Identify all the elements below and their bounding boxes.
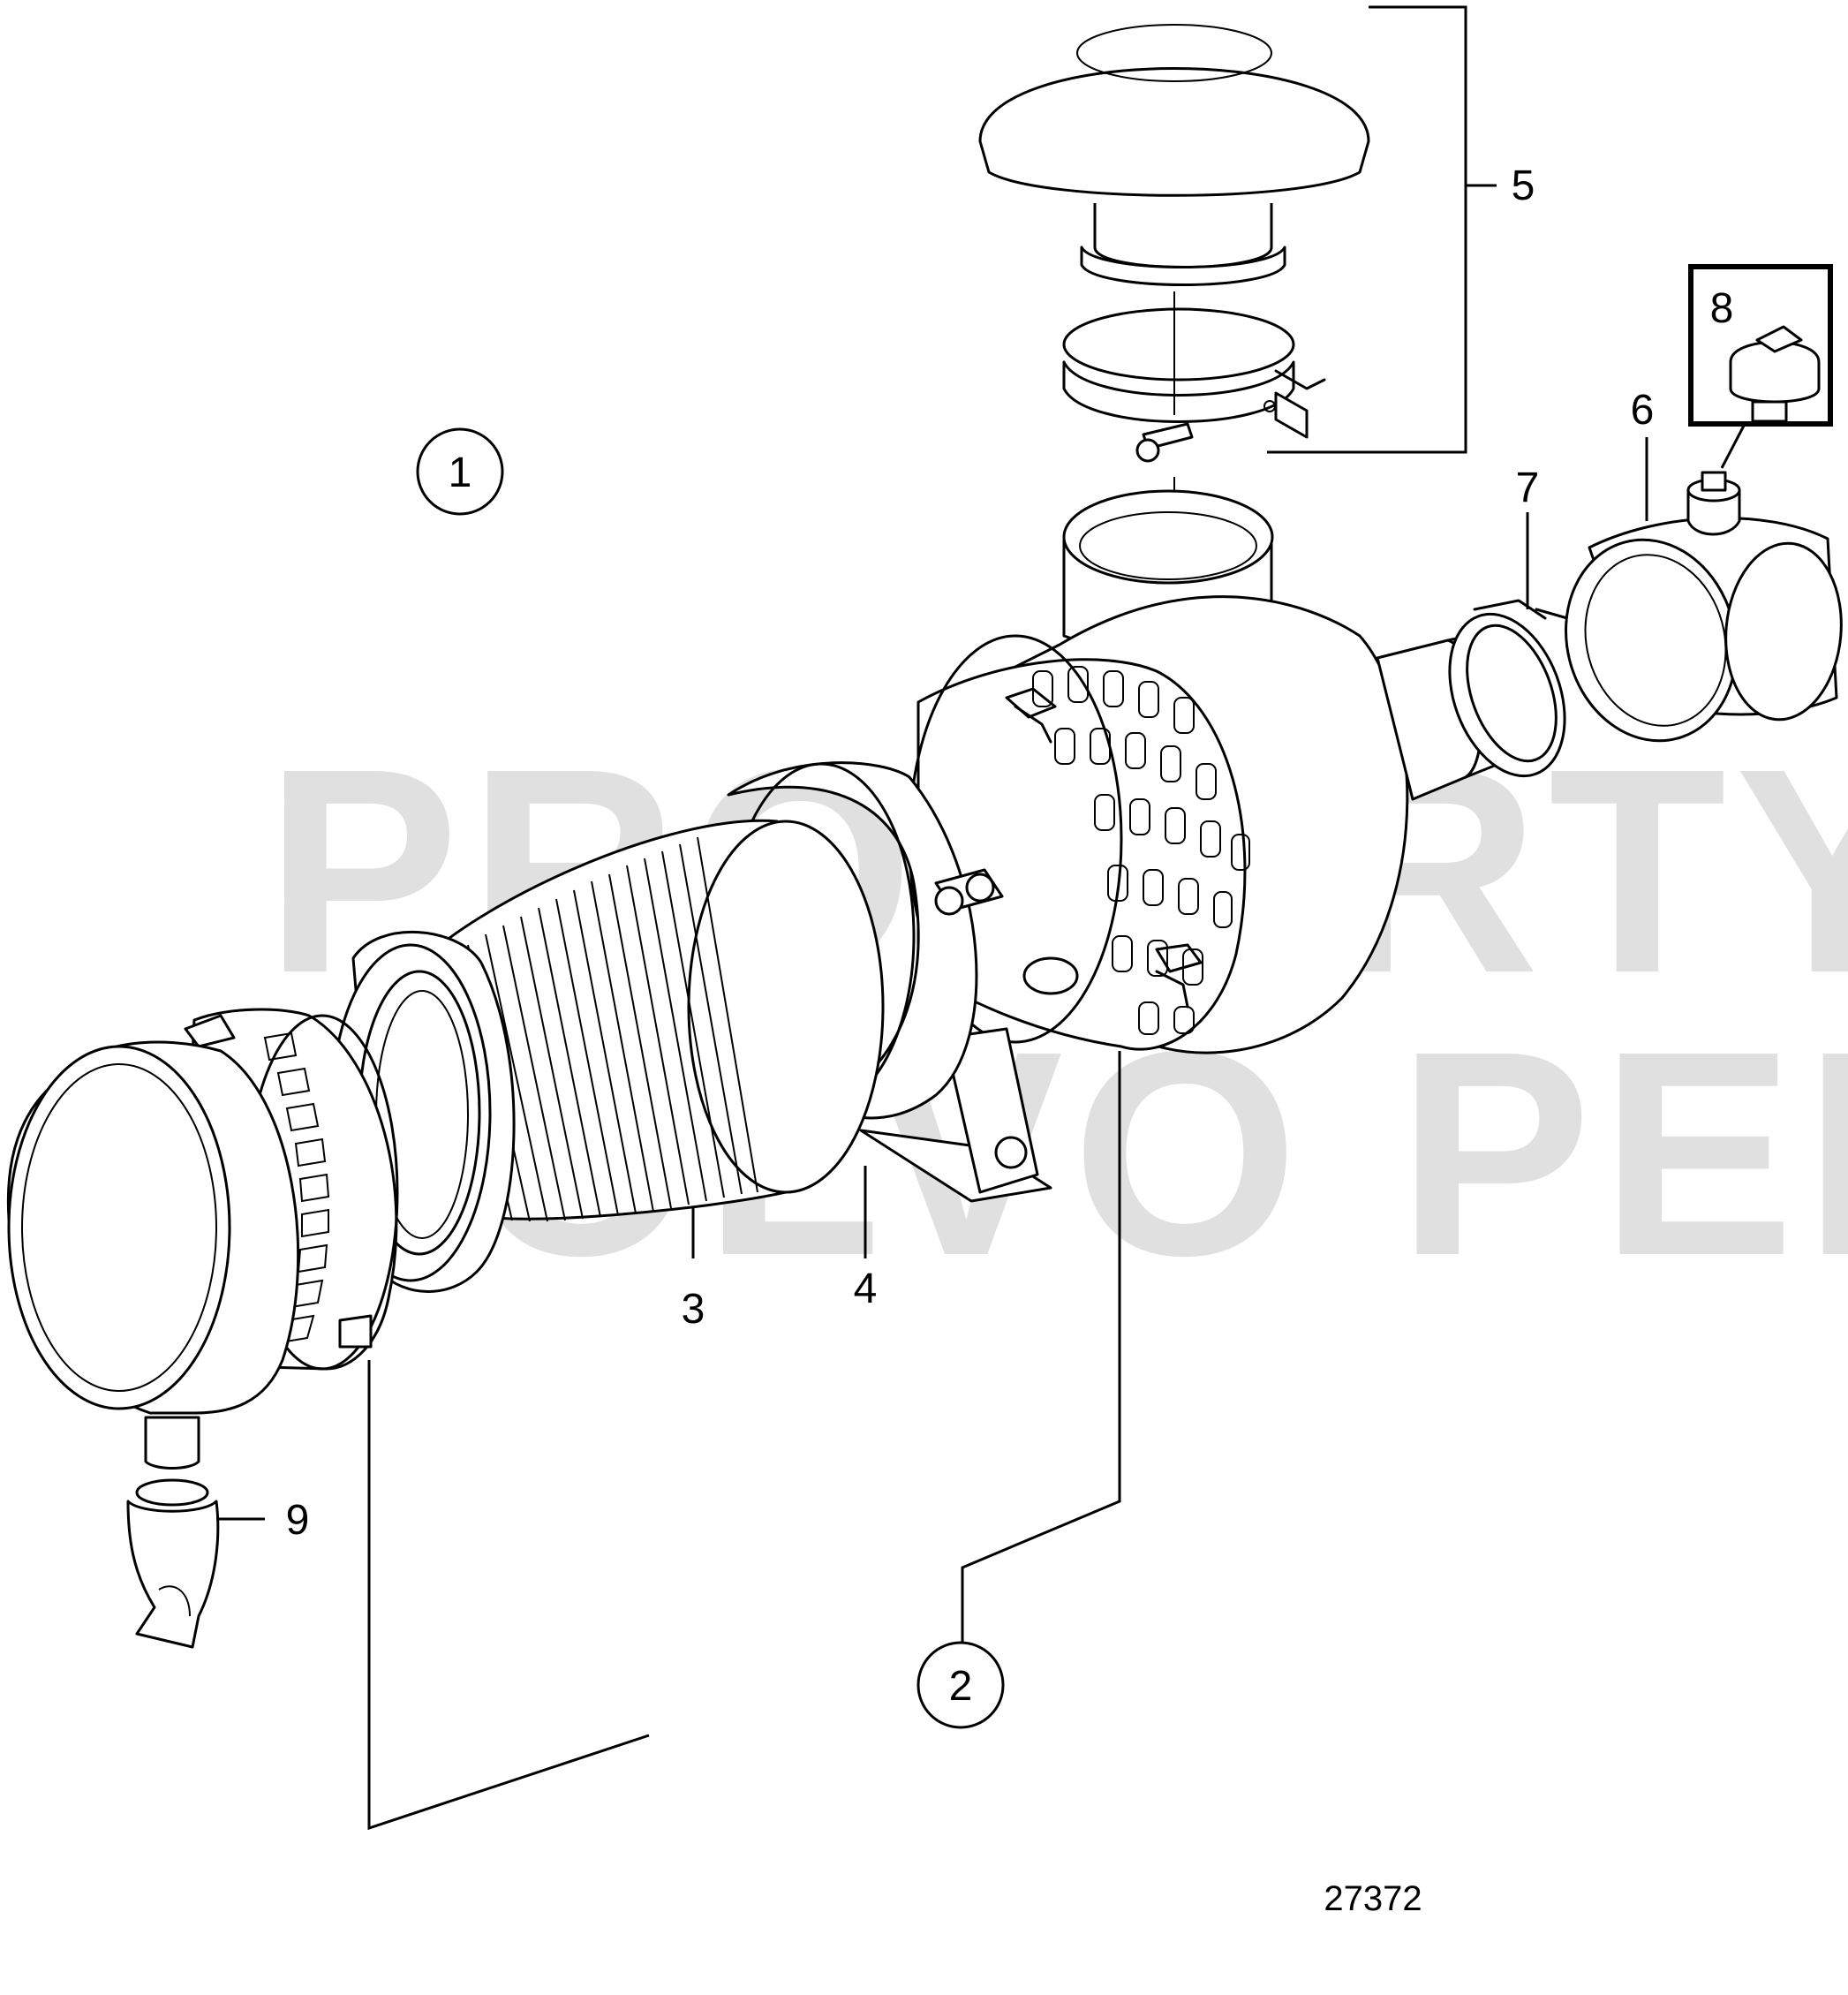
callout-circle-1 — [416, 427, 504, 516]
callout-4: 4 — [854, 1266, 878, 1312]
callout-9: 9 — [286, 1497, 310, 1544]
callout-1: 1 — [449, 450, 472, 496]
front-cover — [6, 1008, 650, 1831]
callout-8: 8 — [1710, 285, 1734, 332]
cover-ribs — [263, 1032, 330, 1344]
drain-valve — [126, 1478, 265, 1649]
callout-7: 7 — [1516, 465, 1540, 511]
strap-band — [727, 761, 1004, 1120]
callout-6: 6 — [1631, 387, 1655, 434]
callout-3: 3 — [682, 1286, 705, 1333]
callout-5: 5 — [1512, 162, 1535, 209]
figure-number: 27372 — [1324, 1879, 1422, 1918]
callout-circle-2 — [916, 1641, 1005, 1729]
indicator-detail-box — [1688, 264, 1833, 427]
callouts: 1 2 3 4 5 6 7 8 9 — [286, 162, 1734, 1729]
elbow-hose — [1565, 425, 1843, 743]
rain-cap-assembly — [978, 5, 1497, 548]
mounting-bracket — [859, 956, 1079, 1258]
callout-2: 2 — [949, 1663, 973, 1710]
